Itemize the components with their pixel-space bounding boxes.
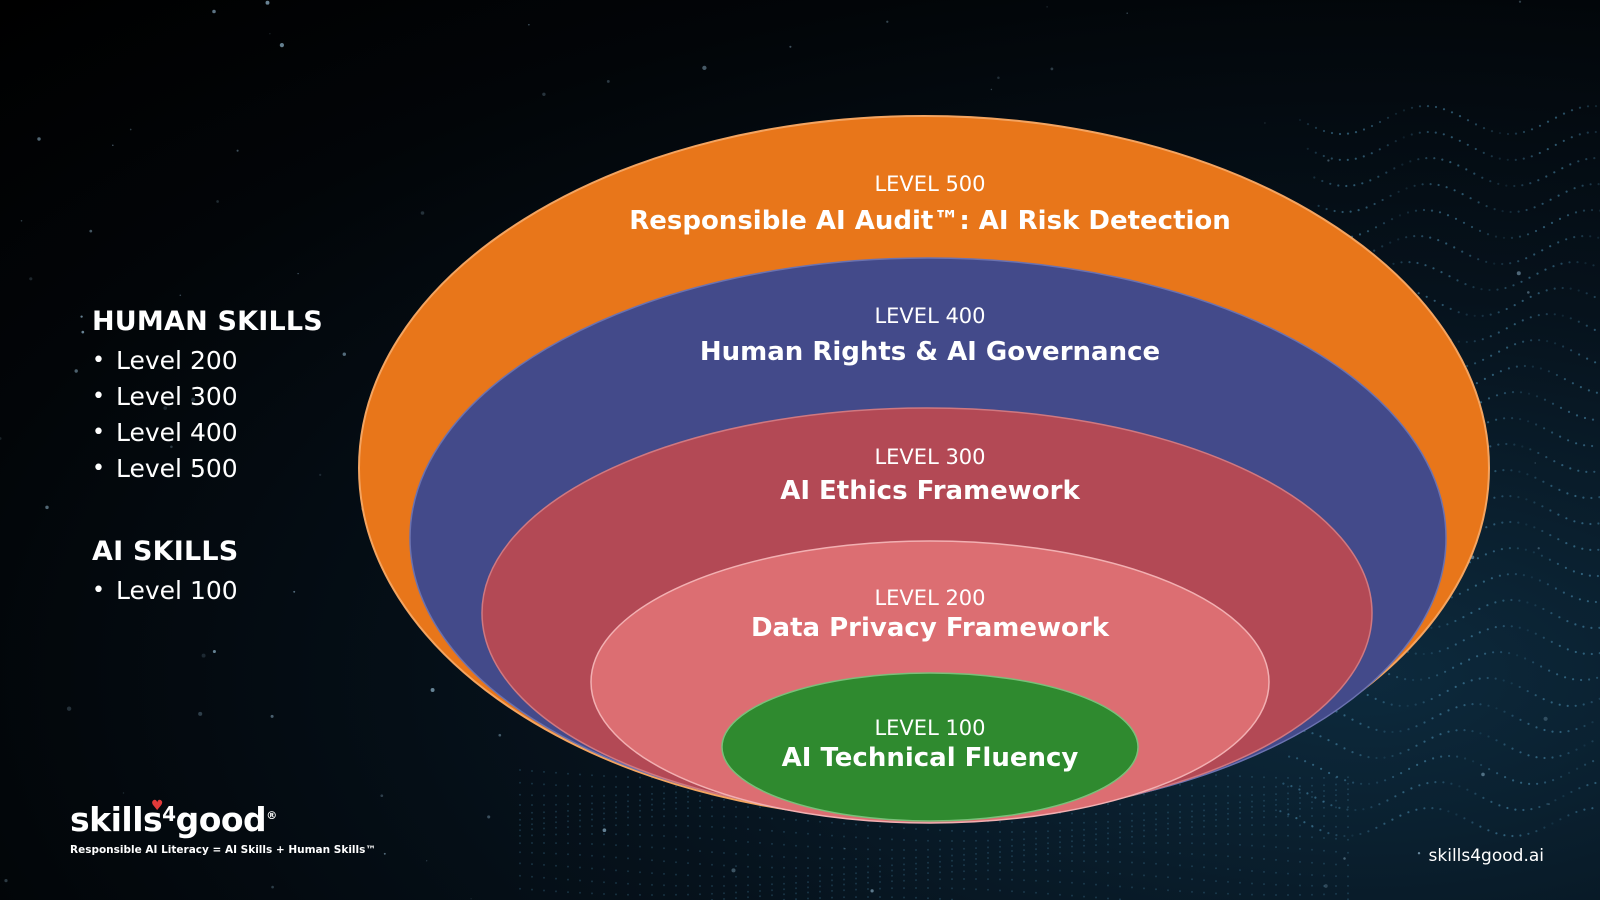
nested-levels-diagram: LEVEL 500 Responsible AI Audit™: AI Risk… <box>358 115 1490 824</box>
logo-prefix: skills <box>70 800 163 839</box>
level-500-label: LEVEL 500 <box>874 172 985 196</box>
list-item: Level 300 <box>92 379 323 415</box>
logo-suffix: good <box>175 800 267 839</box>
level-200-label: LEVEL 200 <box>874 586 985 610</box>
list-item: Level 400 <box>92 415 323 451</box>
logo-four: 4 <box>162 802 176 826</box>
brand-logo: skills4good® ♥ Responsible AI Literacy =… <box>70 792 376 856</box>
level-400-title: Human Rights & AI Governance <box>700 337 1160 367</box>
heart-icon: ♥ <box>151 798 164 814</box>
level-400-label: LEVEL 400 <box>874 304 985 328</box>
level-300-title: AI Ethics Framework <box>780 476 1080 506</box>
ai-skills-list: Level 100 <box>92 573 238 609</box>
brand-tagline: Responsible AI Literacy = AI Skills + Hu… <box>70 844 376 856</box>
level-100-title: AI Technical Fluency <box>782 743 1079 773</box>
level-200-title: Data Privacy Framework <box>751 613 1110 643</box>
registered-mark: ® <box>266 809 277 822</box>
level-500-title: Responsible AI Audit™: AI Risk Detection <box>629 206 1231 236</box>
human-skills-list: Level 200 Level 300 Level 400 Level 500 <box>92 343 323 487</box>
list-item: Level 200 <box>92 343 323 379</box>
website-url: skills4good.ai <box>1428 846 1544 866</box>
list-item: Level 500 <box>92 451 323 487</box>
level-300-label: LEVEL 300 <box>874 445 985 469</box>
logo-wordmark: skills4good® ♥ <box>70 792 376 840</box>
ai-skills-panel: AI SKILLS Level 100 <box>92 536 238 609</box>
ai-skills-heading: AI SKILLS <box>92 536 239 567</box>
human-skills-panel: HUMAN SKILLS Level 200 Level 300 Level 4… <box>92 306 323 487</box>
list-item: Level 100 <box>92 573 238 609</box>
level-100-ellipse <box>721 672 1139 822</box>
level-100-label: LEVEL 100 <box>874 716 985 740</box>
human-skills-heading: HUMAN SKILLS <box>92 306 323 337</box>
